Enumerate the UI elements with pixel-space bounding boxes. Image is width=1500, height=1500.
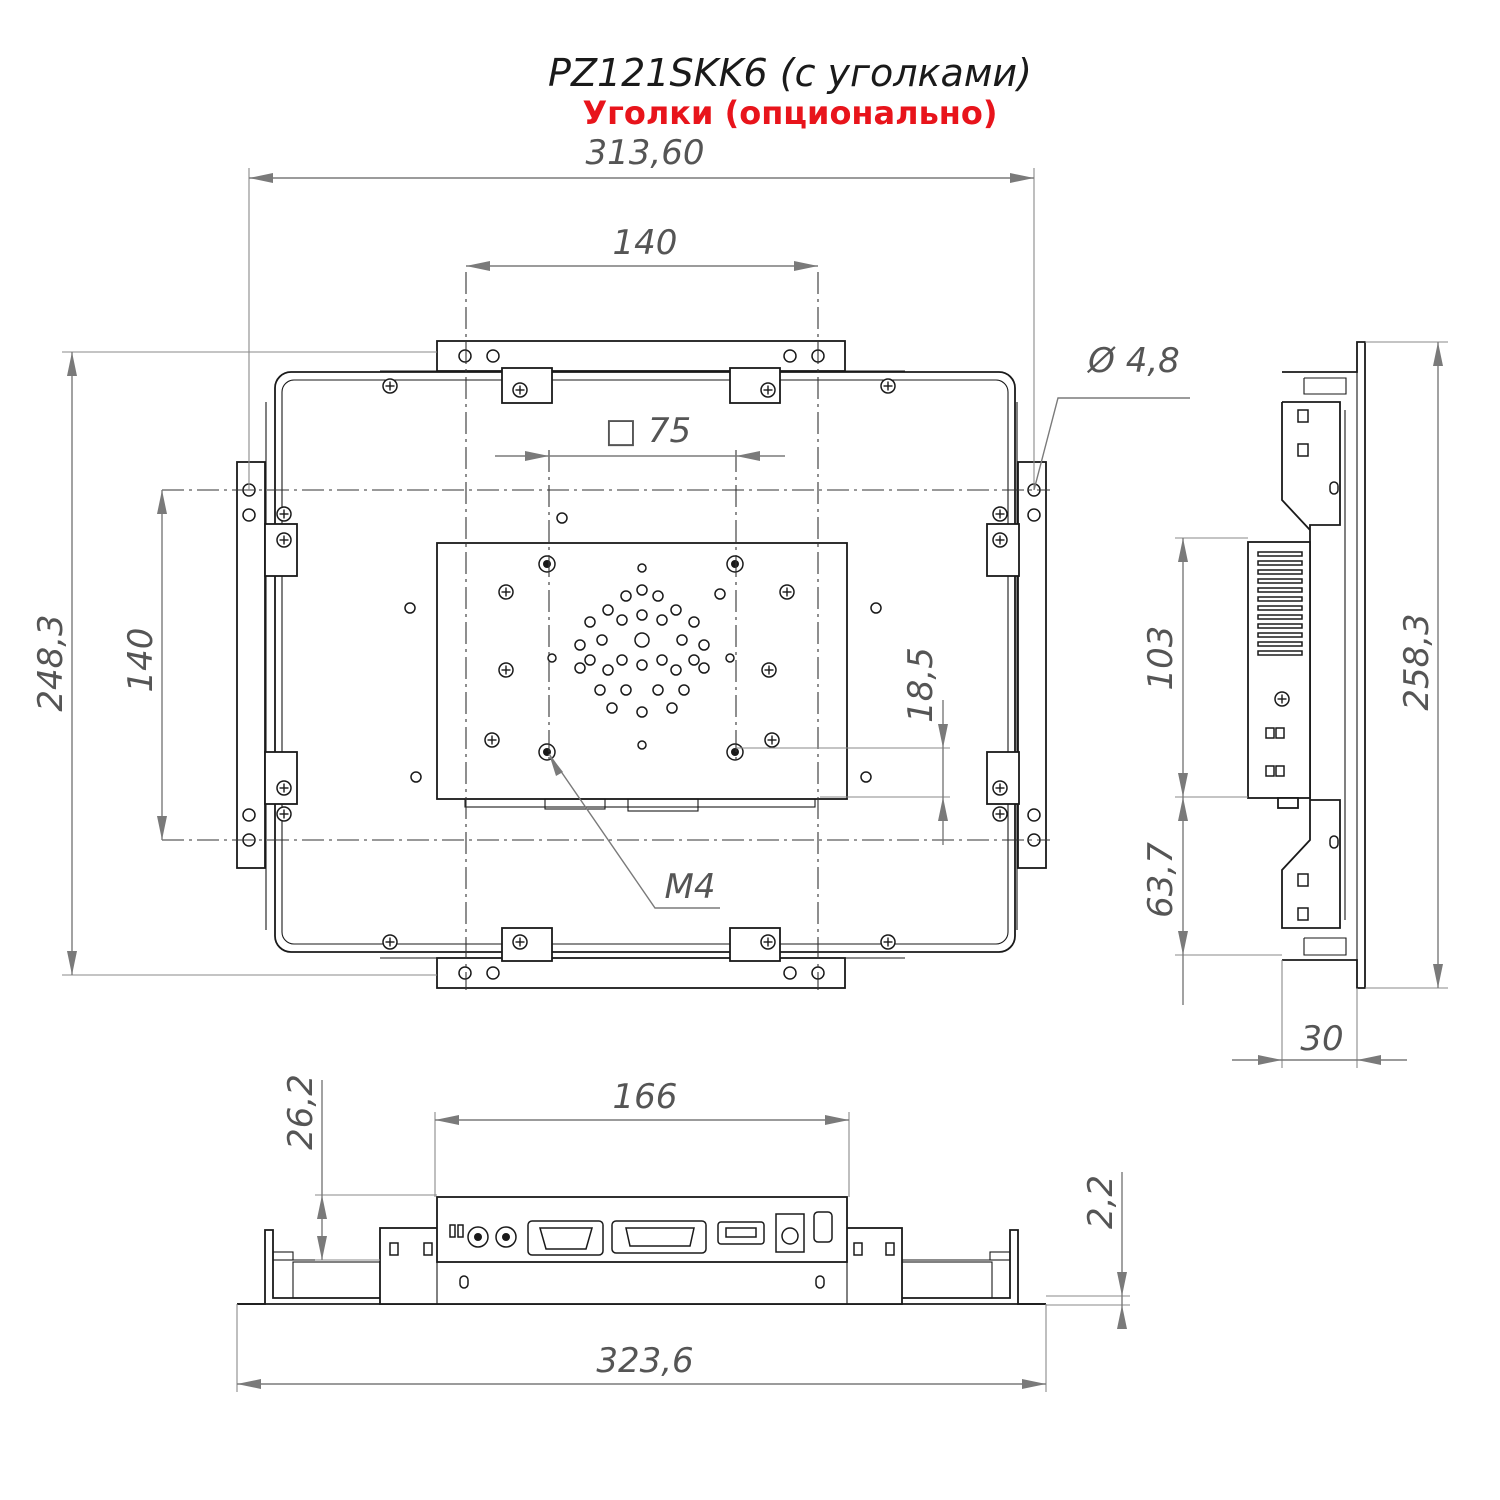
dim-overall-width: 313,60	[586, 133, 705, 173]
dim-flange: 2,2	[1081, 1175, 1121, 1229]
dim-offset: 18,5	[901, 647, 941, 723]
drawing-title: PZ121SKK6 (с уголками)	[548, 51, 1032, 95]
dim-side-upper: 103	[1141, 626, 1181, 691]
side-vent-slots	[1257, 551, 1303, 656]
front-view	[162, 272, 1050, 990]
side-view	[1247, 341, 1366, 989]
dim-hole-diameter: Ø 4,8	[1086, 341, 1180, 381]
dim-vesa-horizontal: 140	[613, 223, 678, 263]
dim-overall-height: 248,3	[31, 614, 71, 711]
vent-holes	[574, 584, 710, 718]
dim-bottom-total: 323,6	[596, 1341, 693, 1381]
dim-vesa-square: □ 75	[605, 411, 691, 451]
bottom-view	[237, 1196, 1046, 1305]
dim-side-height: 258,3	[1397, 613, 1437, 710]
dim-screw: M4	[665, 867, 716, 907]
bottom-dimensions: 166 26,2 2,2 323,6	[236, 1074, 1130, 1392]
side-dimensions: 103 63,7 258,3 30	[1141, 341, 1448, 1068]
dim-bottom-height: 26,2	[281, 1074, 321, 1150]
dim-depth: 30	[1300, 1019, 1343, 1059]
optional-note: Уголки (опционально)	[582, 94, 997, 132]
dim-vesa-vertical: 140	[121, 628, 161, 693]
connector-panel	[449, 1211, 833, 1256]
dim-side-lower: 63,7	[1141, 842, 1181, 918]
front-dimensions: 313,60 140 □ 75 Ø 4,8 248,3 140 18,5	[31, 133, 1190, 976]
dim-bottom-inner: 166	[613, 1077, 678, 1117]
